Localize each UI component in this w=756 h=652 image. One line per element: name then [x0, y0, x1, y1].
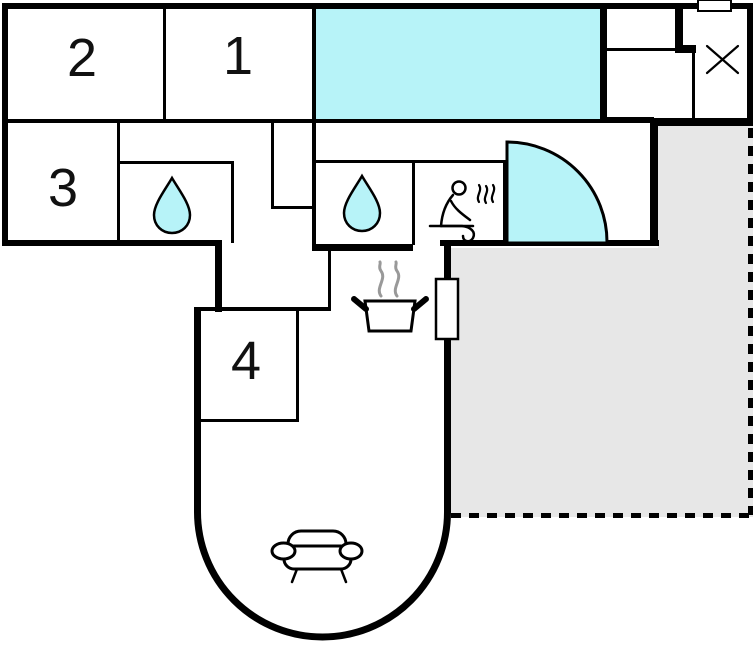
sofa-legs: [290, 567, 348, 584]
xroom-left: [692, 51, 695, 121]
stove-icon: [351, 260, 429, 333]
wall-corridor-left: [215, 240, 222, 312]
room4-bottom: [198, 419, 299, 422]
sauna-person-arm: [449, 199, 472, 222]
sauna-right: [503, 160, 506, 245]
wall-bottom-left: [2, 240, 222, 246]
stove-handle-right: [411, 296, 429, 312]
stove-steam-2: [393, 260, 401, 298]
sofa-armrest-left: [270, 541, 297, 561]
sofa-armrest-right: [338, 541, 364, 561]
sauna-person-head: [451, 180, 467, 196]
small-room-bottom: [606, 48, 677, 51]
pool-icon: [316, 9, 601, 120]
sauna-steam-3: [490, 183, 496, 204]
kitchen-left: [328, 248, 331, 310]
wall-outer-right: [747, 3, 753, 124]
wall-terrace-top: [650, 118, 753, 126]
sauna-steam-1: [476, 183, 482, 204]
bath1-top: [117, 161, 234, 164]
living-room-outer-wall: [194, 246, 451, 641]
window-x-icon: [705, 44, 740, 75]
wall-step-horizontal: [675, 45, 696, 53]
terrace-area: [451, 126, 753, 518]
room4-top: [194, 307, 331, 311]
sauna-person-back: [439, 193, 455, 228]
stove-steam-1: [377, 260, 385, 298]
interior-walls: [2, 9, 695, 422]
closet-left: [271, 123, 274, 209]
wall-left: [2, 3, 8, 246]
sauna-steam-2: [483, 184, 489, 205]
sofa-icon: [270, 529, 364, 584]
wall-top: [2, 3, 753, 9]
outer-walls: [2, 3, 753, 312]
wall-step-vertical: [675, 3, 683, 53]
divider-upper-rooms: [2, 119, 606, 123]
water-drop-icon-1: [152, 175, 192, 235]
wall-below-room: [604, 117, 654, 123]
sauna-person-leg: [439, 224, 476, 243]
room-label-3: 3: [48, 158, 78, 218]
closet-bottom: [271, 206, 316, 209]
window-tab: [697, 0, 732, 12]
bath2-sauna-divider: [412, 160, 415, 245]
room-label-2: 2: [67, 28, 97, 88]
water-drop-icon-2: [342, 173, 382, 233]
divider-room1-room2: [163, 9, 166, 120]
hall-right: [312, 9, 316, 245]
room-label-4: 4: [231, 331, 261, 391]
stove-handle-left: [351, 296, 369, 312]
bath1-right: [231, 161, 234, 243]
room4-right: [296, 311, 299, 422]
door-swing-icon: [505, 140, 609, 245]
stove-pot: [363, 299, 417, 333]
wall-bottom-mid: [312, 244, 413, 251]
wall-terrace-left: [650, 118, 658, 246]
wall-pool-right: [600, 3, 607, 123]
terrace-surface: [451, 126, 753, 517]
bath2-sauna-top: [314, 160, 506, 163]
sauna-icon: [428, 180, 496, 243]
room-label-1: 1: [223, 26, 253, 86]
door-opening: [434, 277, 460, 341]
divider-room3: [117, 123, 120, 243]
